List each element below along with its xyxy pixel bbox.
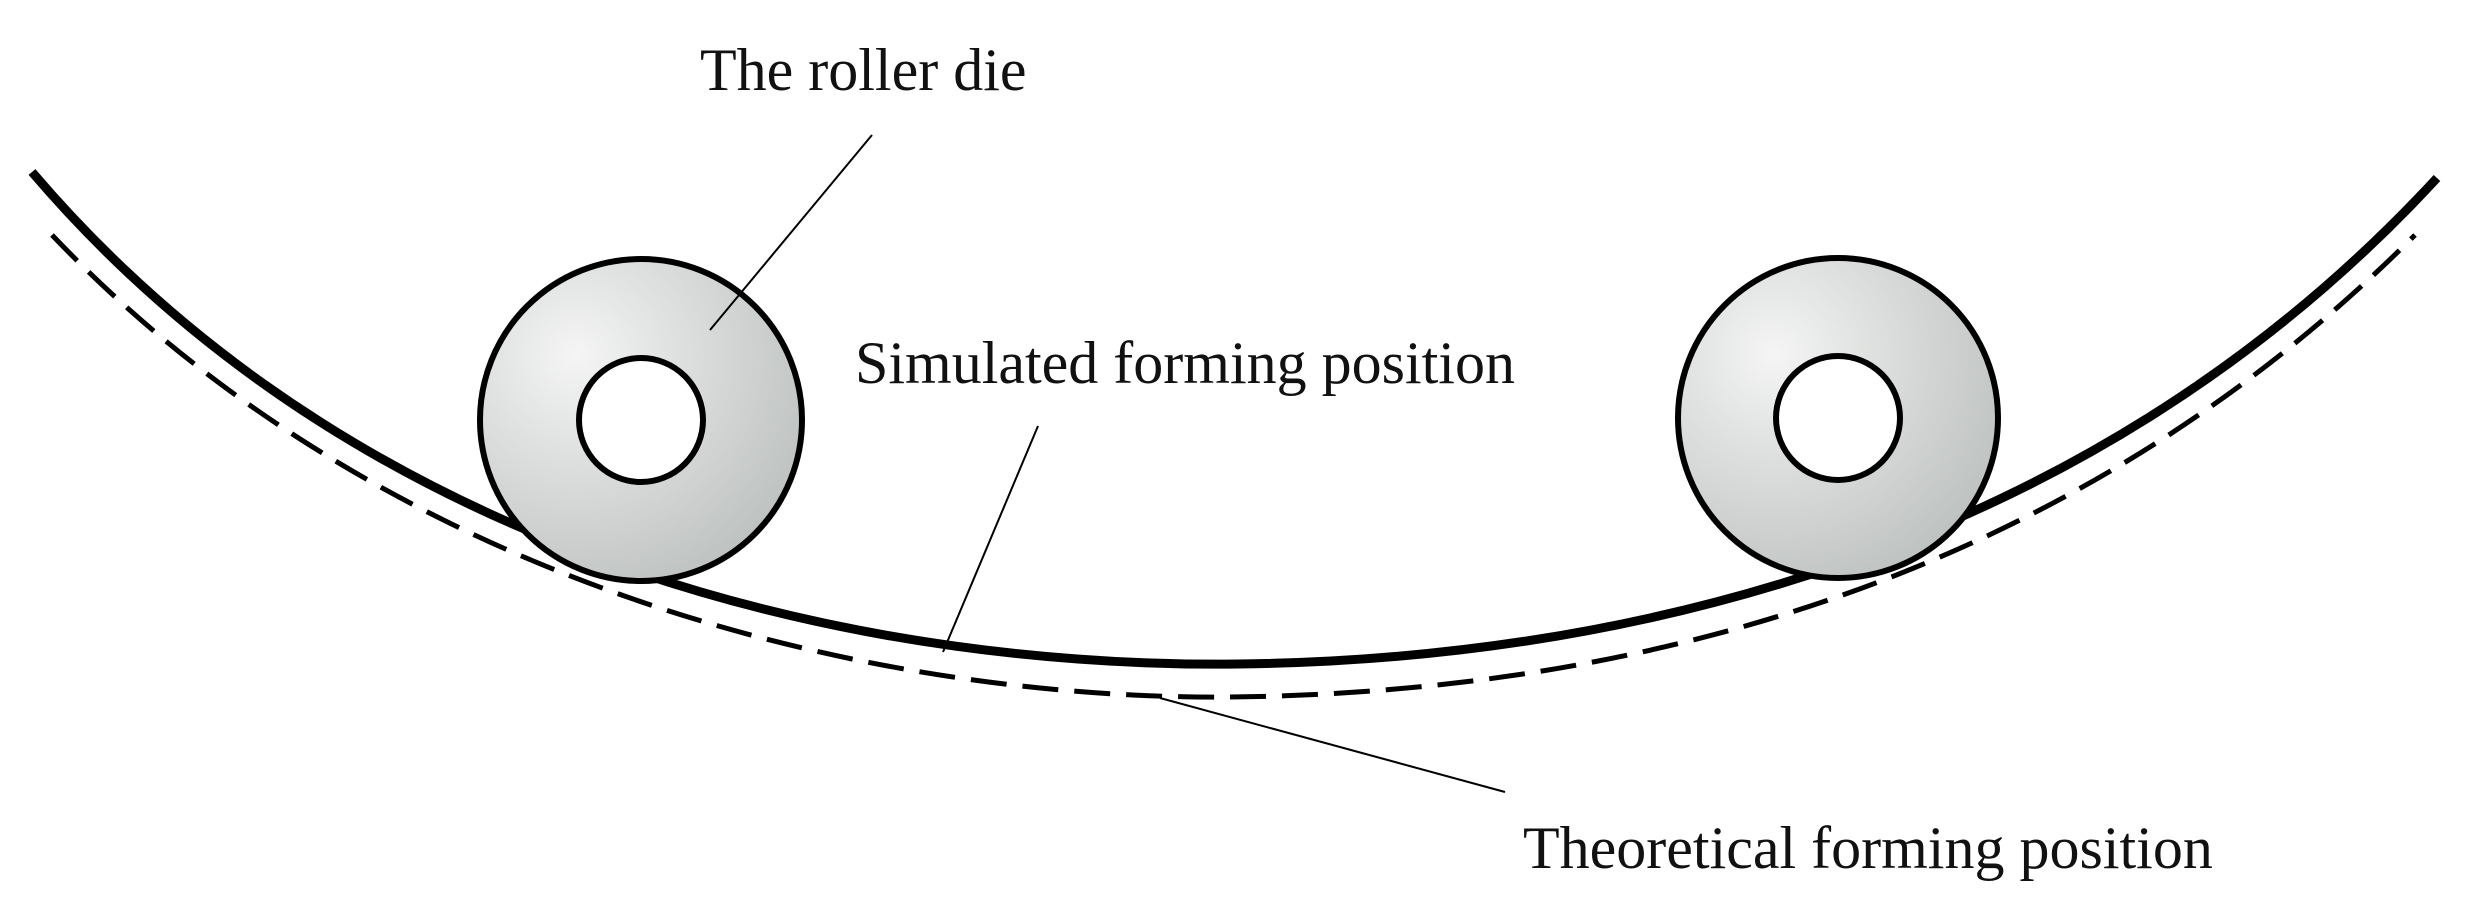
leader-line-simulated bbox=[942, 425, 1039, 653]
roller-die-left bbox=[477, 256, 805, 584]
roller-die-left-hole bbox=[576, 355, 706, 485]
roller-die-right bbox=[1675, 255, 2001, 581]
leader-line-roller-die bbox=[709, 134, 873, 331]
theoretical-forming-curve bbox=[50, 233, 2417, 700]
leader-line-theoretical bbox=[1159, 697, 1506, 793]
label-theoretical-forming-position: Theoretical forming position bbox=[1523, 815, 2213, 881]
label-simulated-forming-position: Simulated forming position bbox=[855, 330, 1515, 396]
label-roller-die: The roller die bbox=[700, 37, 1027, 103]
roller-die-right-hole bbox=[1773, 353, 1903, 483]
simulated-forming-curve bbox=[28, 169, 2441, 669]
